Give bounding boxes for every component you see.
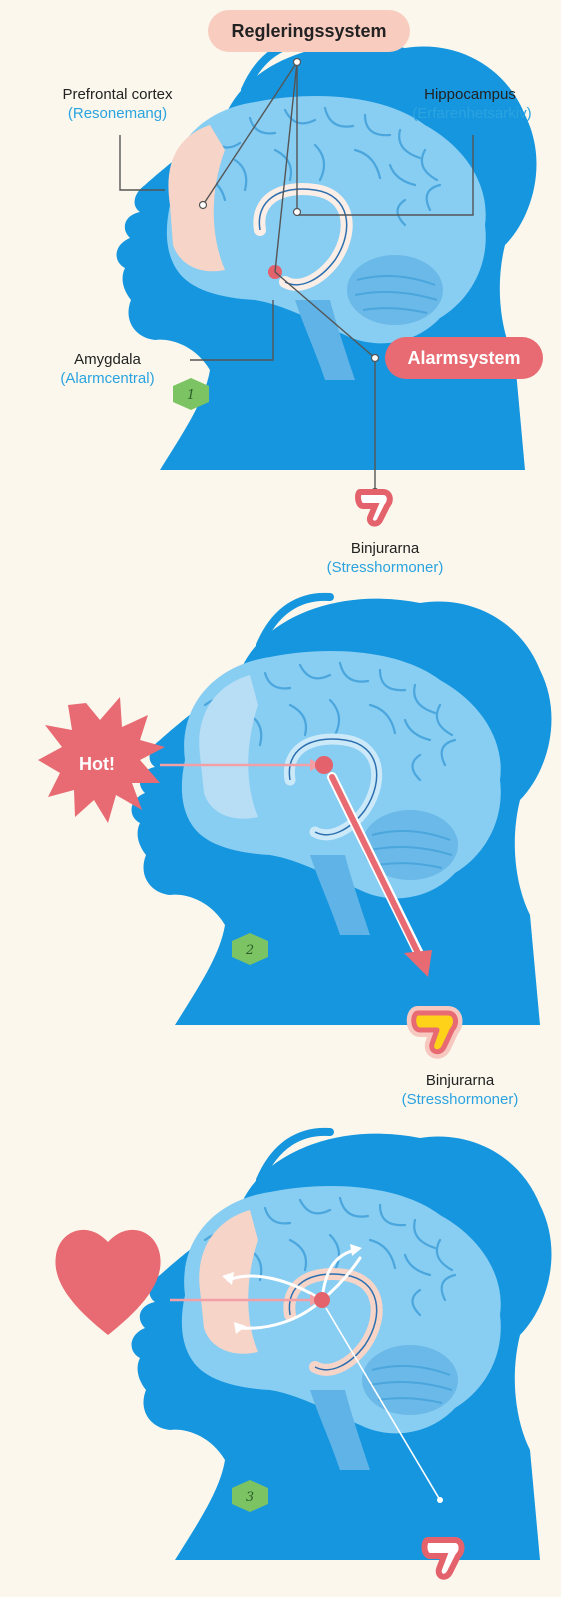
amygdala-calm xyxy=(314,1292,330,1308)
adrenals-sub-label-1: (Stresshormoner) xyxy=(295,559,475,576)
amygdala-alarm xyxy=(315,756,333,774)
prefrontal-sub-label: (Resonemang) xyxy=(40,105,195,122)
hot-burst-text: Hot! xyxy=(62,754,132,775)
panel-2: 2 xyxy=(38,597,551,1052)
step-1-number: 1 xyxy=(187,388,195,403)
alarm-system-pill: Alarmsystem xyxy=(385,337,543,379)
regulation-system-label: Regleringssystem xyxy=(231,21,386,42)
regulation-system-pill: Regleringssystem xyxy=(208,10,410,52)
panel-3: 3 xyxy=(55,1132,551,1577)
hippocampus-label: Hippocampus xyxy=(395,86,545,103)
alarm-system-label: Alarmsystem xyxy=(407,348,520,369)
adrenal-gland-icon xyxy=(358,492,390,524)
step-2-number: 2 xyxy=(245,943,254,958)
adrenal-gland-icon-3 xyxy=(424,1540,461,1577)
amygdala-sub-label: (Alarmcentral) xyxy=(40,370,175,387)
prefrontal-label: Prefrontal cortex xyxy=(40,86,195,103)
adrenals-label-1: Binjurarna xyxy=(300,540,470,557)
amygdala-label: Amygdala xyxy=(40,351,175,368)
adrenals-label-2: Binjurarna xyxy=(375,1072,545,1089)
hippocampus-sub-label: (Erfarenhetsarkiv) xyxy=(392,105,552,122)
adrenals-sub-label-2: (Stresshormoner) xyxy=(368,1091,552,1108)
adrenal-gland-glowing-icon xyxy=(414,1013,456,1052)
step-3-number: 3 xyxy=(246,1490,254,1505)
